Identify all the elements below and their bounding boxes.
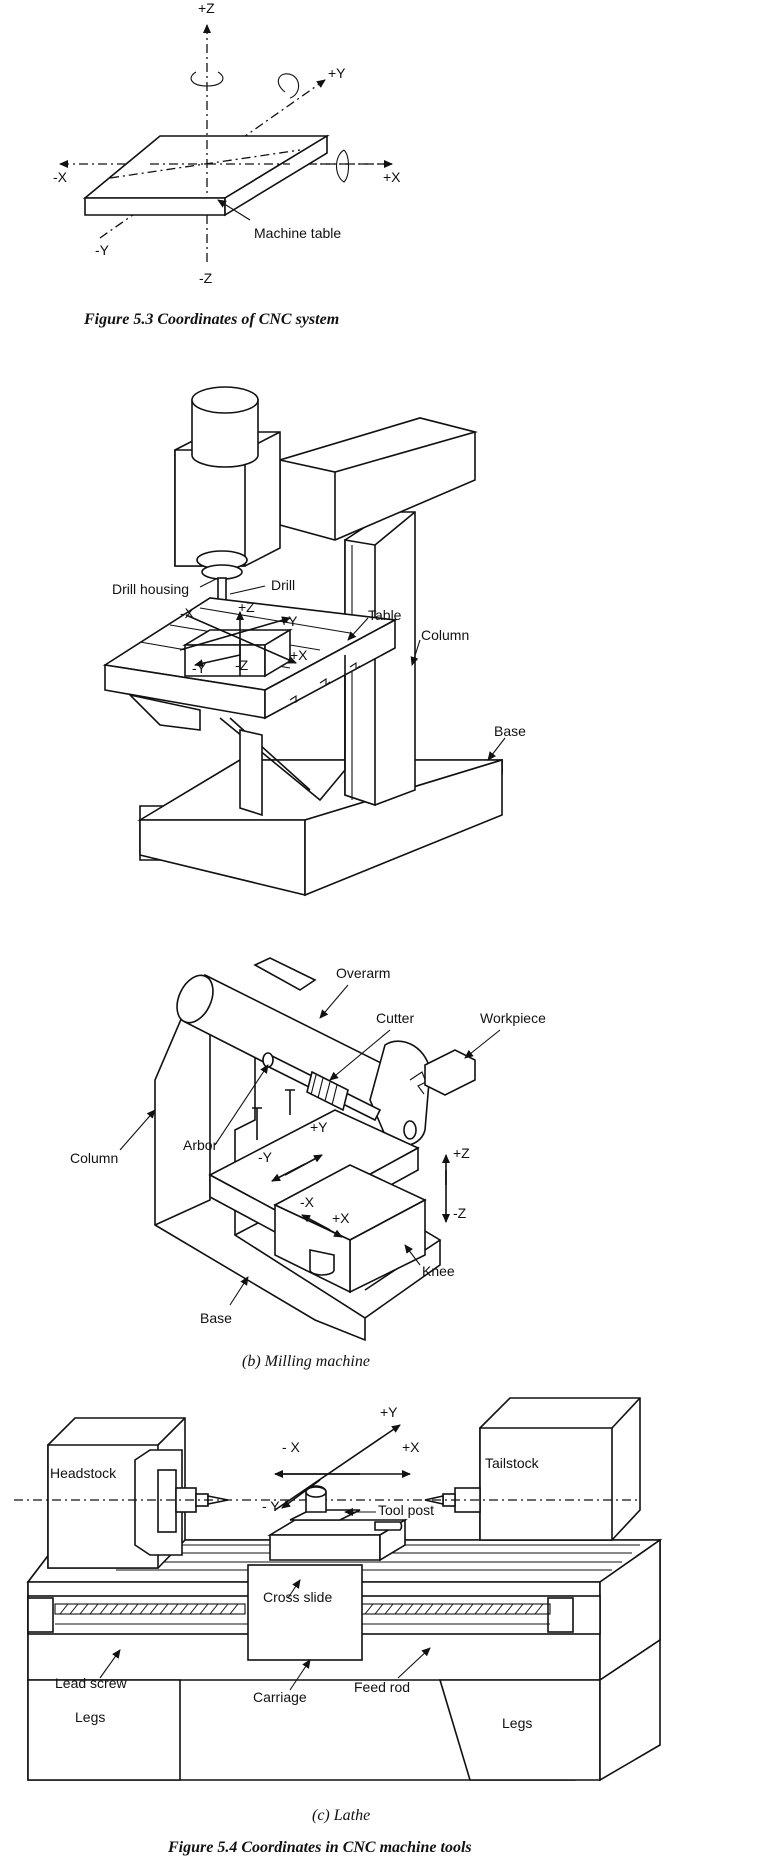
axis-label-py: +Y bbox=[328, 65, 346, 81]
drilling-machine-diagram: Drill housing Drill Table Column Base -X… bbox=[102, 386, 526, 897]
legs-left-label: Legs bbox=[75, 1709, 105, 1725]
drill-axis-pz: +Z bbox=[238, 599, 255, 615]
knee-label: Knee bbox=[422, 1263, 455, 1279]
milling-machine-diagram: Overarm Cutter Workpiece Arbor Column Kn… bbox=[70, 957, 546, 1370]
milling-axis-px: +X bbox=[332, 1210, 350, 1226]
lathe-caption: (c) Lathe bbox=[312, 1807, 370, 1824]
axis-label-mx: -X bbox=[53, 169, 68, 185]
axis-label-my: -Y bbox=[95, 242, 110, 258]
milling-axis-my: -Y bbox=[258, 1149, 273, 1165]
drill-axis-px: +X bbox=[290, 647, 308, 663]
machine-table-label: Machine table bbox=[254, 225, 341, 241]
rotation-arrow-x bbox=[335, 149, 350, 183]
milling-column-label: Column bbox=[70, 1150, 118, 1166]
lathe-axis-px: +X bbox=[402, 1439, 420, 1455]
milling-base-label: Base bbox=[200, 1310, 232, 1326]
drill-column bbox=[344, 511, 416, 807]
lead-screw-label: Lead screw bbox=[55, 1675, 127, 1691]
base-label: Base bbox=[494, 723, 526, 739]
drill-axis-mz: -Z bbox=[235, 657, 249, 673]
cutter-label: Cutter bbox=[376, 1010, 414, 1026]
headstock-label: Headstock bbox=[50, 1465, 117, 1481]
lathe-axis-my: - Y bbox=[262, 1498, 280, 1514]
lathe-carriage bbox=[247, 1485, 408, 1661]
drill-axis-mx: -X bbox=[180, 605, 195, 621]
table-label: Table bbox=[368, 607, 402, 623]
column-label: Column bbox=[421, 627, 469, 643]
axis-label-mz: -Z bbox=[199, 270, 213, 286]
rotation-arrow-y bbox=[277, 73, 300, 99]
milling-axis-mz: -Z bbox=[453, 1205, 467, 1221]
lathe-axis-py: +Y bbox=[380, 1404, 398, 1420]
drill-base bbox=[137, 758, 503, 897]
overarm-label: Overarm bbox=[336, 965, 390, 981]
drill-axis-my: -Y bbox=[192, 660, 207, 676]
drill-arm bbox=[276, 417, 479, 541]
milling-caption: (b) Milling machine bbox=[242, 1353, 370, 1370]
workpiece-label: Workpiece bbox=[480, 1010, 546, 1026]
milling-workpiece bbox=[424, 1049, 476, 1096]
drill-housing-label: Drill housing bbox=[112, 581, 189, 597]
carriage-label: Carriage bbox=[253, 1689, 307, 1705]
milling-axis-pz: +Z bbox=[453, 1145, 470, 1161]
tailstock-label: Tailstock bbox=[485, 1455, 540, 1471]
lathe-diagram: Headstock Tailstock Tool post Cross slid… bbox=[14, 1397, 663, 1824]
legs-right-label: Legs bbox=[502, 1715, 532, 1731]
machine-table bbox=[82, 134, 330, 217]
drill-axis-py: +Y bbox=[280, 613, 298, 629]
lathe-headstock bbox=[47, 1417, 229, 1569]
arbor-label: Arbor bbox=[183, 1137, 218, 1153]
axis-label-pz: +Z bbox=[198, 0, 215, 16]
figure-5-3-caption: Figure 5.3 Coordinates of CNC system bbox=[83, 311, 339, 328]
milling-axis-mx: -X bbox=[300, 1194, 315, 1210]
rotation-arrow-z bbox=[190, 71, 224, 87]
feed-rod-label: Feed rod bbox=[354, 1679, 410, 1695]
axis-label-px: +X bbox=[383, 169, 401, 185]
drill-head bbox=[174, 386, 281, 618]
drill-label: Drill bbox=[271, 577, 295, 593]
cross-slide-label: Cross slide bbox=[263, 1589, 332, 1605]
milling-cutter bbox=[306, 1070, 349, 1112]
milling-axis-py: +Y bbox=[310, 1119, 328, 1135]
tool-post-label: Tool post bbox=[378, 1502, 434, 1518]
figure-5-4-caption: Figure 5.4 Coordinates in CNC machine to… bbox=[167, 1839, 472, 1856]
coordinate-system-diagram: +Z +Y -X +X -Y -Z Machine table Figure 5… bbox=[53, 0, 401, 328]
lathe-axis-mx: - X bbox=[282, 1439, 301, 1455]
